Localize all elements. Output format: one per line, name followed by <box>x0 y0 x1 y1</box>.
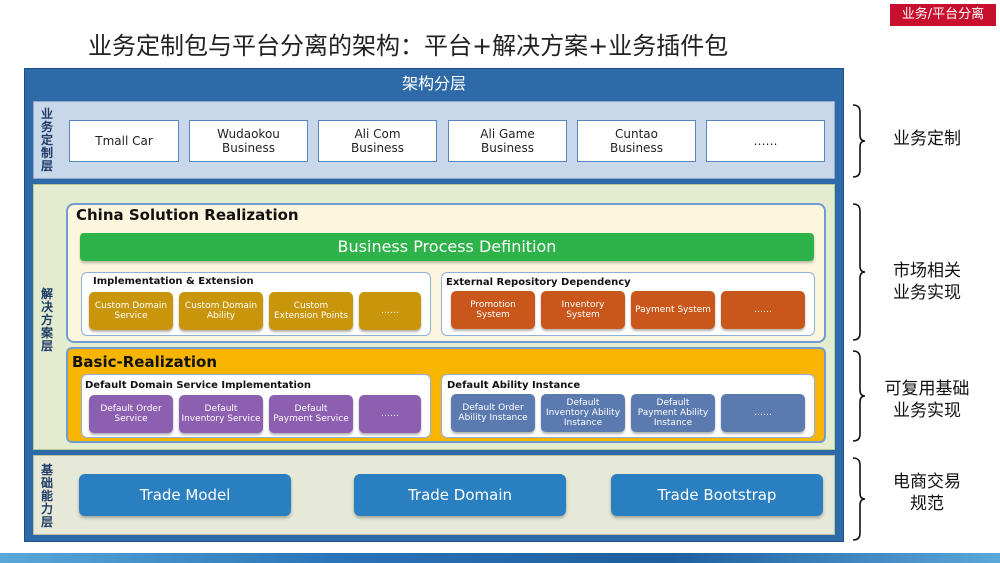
trade-bootstrap-box: Trade Bootstrap <box>611 474 823 516</box>
right-label: 业务定制 <box>893 129 961 149</box>
default-domain-title: Default Domain Service Implementation <box>85 380 311 391</box>
right-brace-icon <box>852 203 866 341</box>
bottom-decoration-bar <box>0 553 1000 563</box>
external-tile: Payment System <box>631 291 715 329</box>
business-box: …… <box>706 120 825 162</box>
external-dependency-title: External Repository Dependency <box>446 277 631 288</box>
customization-layer-label: 业务定制层 <box>40 107 53 173</box>
right-label: 市场相关业务实现 <box>893 261 961 303</box>
right-label: 可复用基础业务实现 <box>884 379 970 421</box>
business-box: Tmall Car <box>69 120 179 162</box>
frame-title: 架构分层 <box>401 74 466 93</box>
impl-tile: …… <box>359 292 421 330</box>
section-tag: 业务/平台分离 <box>890 4 996 26</box>
domain-tile: …… <box>359 395 421 433</box>
trade-model-box: Trade Model <box>79 474 291 516</box>
right-brace-icon <box>852 350 866 442</box>
basic-realization-title: Basic-Realization <box>72 353 218 371</box>
external-tile: …… <box>721 291 805 329</box>
trade-domain-box: Trade Domain <box>354 474 566 516</box>
ability-tile: …… <box>721 394 805 432</box>
ability-instance-title: Default Ability Instance <box>447 380 581 391</box>
right-brace-icon <box>852 457 866 541</box>
page-title: 业务定制包与平台分离的架构：平台+解决方案+业务插件包 <box>88 32 729 60</box>
implementation-title: Implementation & Extension <box>93 276 254 287</box>
right-label: 电商交易规范 <box>893 472 961 514</box>
china-solution-title: China Solution Realization <box>76 206 299 224</box>
foundation-layer-label: 基础能力层 <box>40 463 53 529</box>
right-brace-icon <box>852 104 866 178</box>
business-process-bar: Business Process Definition <box>80 233 814 261</box>
solution-layer-label: 解决方案层 <box>40 287 53 353</box>
